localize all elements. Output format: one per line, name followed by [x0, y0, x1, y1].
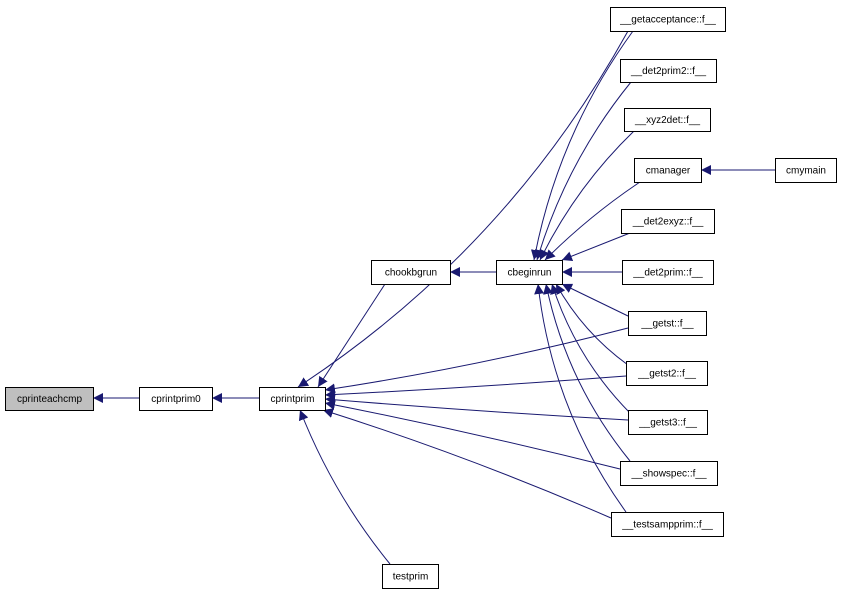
node-box — [624, 108, 711, 132]
node-box — [139, 387, 213, 411]
edge-getst2-to-cprintprim — [324, 375, 627, 400]
edge-getst3-to-cbeginrun — [550, 283, 631, 414]
node-box — [620, 59, 717, 83]
node-cprintprim0[interactable]: cprintprim0 — [139, 387, 213, 411]
node-label: cmymain — [786, 166, 826, 177]
node-label: __det2exyz::f__ — [632, 217, 704, 228]
node-box — [611, 512, 724, 537]
edge-getst2-to-cbeginrun — [555, 283, 629, 366]
node-box — [382, 564, 439, 589]
node-chookbgrun[interactable]: chookbgrun — [371, 260, 451, 285]
node-cprintprim[interactable]: cprintprim — [259, 387, 326, 411]
node-testsampprim[interactable]: __testsampprim::f__ — [611, 512, 724, 537]
node-label: __getst::f__ — [640, 319, 694, 330]
edge-getacceptance-to-cbeginrun — [530, 30, 634, 261]
edge-cmanager-to-cbeginrun — [544, 181, 641, 261]
node-getst2[interactable]: __getst2::f__ — [626, 361, 708, 386]
node-label: __getst3::f__ — [638, 418, 697, 429]
node-xyz2det[interactable]: __xyz2det::f__ — [624, 108, 711, 132]
node-det2prim[interactable]: __det2prim::f__ — [622, 260, 714, 285]
node-box — [621, 209, 715, 234]
node-label: cprintprim0 — [151, 394, 201, 405]
node-box — [634, 158, 702, 183]
node-label: __xyz2det::f__ — [634, 115, 700, 126]
node-label: chookbgrun — [385, 268, 437, 279]
edge-getst-to-cprintprim — [324, 327, 629, 394]
node-label: testprim — [393, 572, 429, 583]
node-cbeginrun[interactable]: cbeginrun — [496, 260, 563, 285]
node-label: __showspec::f__ — [630, 469, 706, 480]
node-box — [628, 311, 707, 336]
node-label: cbeginrun — [508, 268, 552, 279]
edge-chookbgrun-to-cprintprim — [317, 283, 386, 388]
node-getacceptance[interactable]: __getacceptance::f__ — [610, 7, 726, 32]
node-box — [775, 158, 837, 183]
node-box — [622, 260, 714, 285]
edge-xyz2det-to-cbeginrun — [539, 130, 635, 261]
node-cmanager[interactable]: cmanager — [634, 158, 702, 183]
node-box — [626, 361, 708, 386]
node-box — [5, 387, 94, 411]
node-layer: cprinteachcmp cprintprim0 cprintprim testpr… — [5, 7, 837, 589]
node-label: __getacceptance::f__ — [619, 15, 716, 26]
node-showspec[interactable]: __showspec::f__ — [620, 461, 718, 486]
edge-getst3-to-cprintprim — [324, 394, 629, 421]
node-box — [610, 7, 726, 32]
edge-showspec-to-cbeginrun — [543, 283, 631, 462]
node-box — [371, 260, 451, 285]
edge-showspec-to-cprintprim — [324, 400, 621, 470]
node-label: cmanager — [646, 166, 691, 177]
node-cmymain[interactable]: cmymain — [775, 158, 837, 183]
node-det2exyz[interactable]: __det2exyz::f__ — [621, 209, 715, 234]
node-det2prim2[interactable]: __det2prim2::f__ — [620, 59, 717, 83]
edge-testsampprim-to-cbeginrun — [534, 283, 627, 513]
node-label: __getst2::f__ — [637, 369, 696, 380]
node-label: __testsampprim::f__ — [621, 520, 713, 531]
node-box — [259, 387, 326, 411]
edge-testprim-to-cprintprim — [298, 409, 391, 565]
edge-testsampprim-to-cprintprim — [322, 408, 612, 519]
edge-getst-to-cbeginrun — [561, 283, 629, 317]
node-label: cprinteachcmp — [17, 394, 82, 405]
node-label: cprintprim — [271, 394, 315, 405]
edge-layer — [93, 30, 775, 565]
node-getst[interactable]: __getst::f__ — [628, 311, 707, 336]
node-box — [496, 260, 563, 285]
edge-det2prim2-to-cbeginrun — [535, 81, 632, 261]
edge-getacceptance-to-cprintprim — [297, 30, 629, 388]
node-getst3[interactable]: __getst3::f__ — [628, 410, 708, 435]
node-label: __det2prim2::f__ — [630, 66, 706, 77]
node-cprinteachcmp[interactable]: cprinteachcmp — [5, 387, 94, 411]
node-box — [620, 461, 718, 486]
node-testprim[interactable]: testprim — [382, 564, 439, 589]
node-box — [628, 410, 708, 435]
node-label: __det2prim::f__ — [632, 268, 703, 279]
edge-det2exyz-to-cbeginrun — [561, 232, 631, 261]
